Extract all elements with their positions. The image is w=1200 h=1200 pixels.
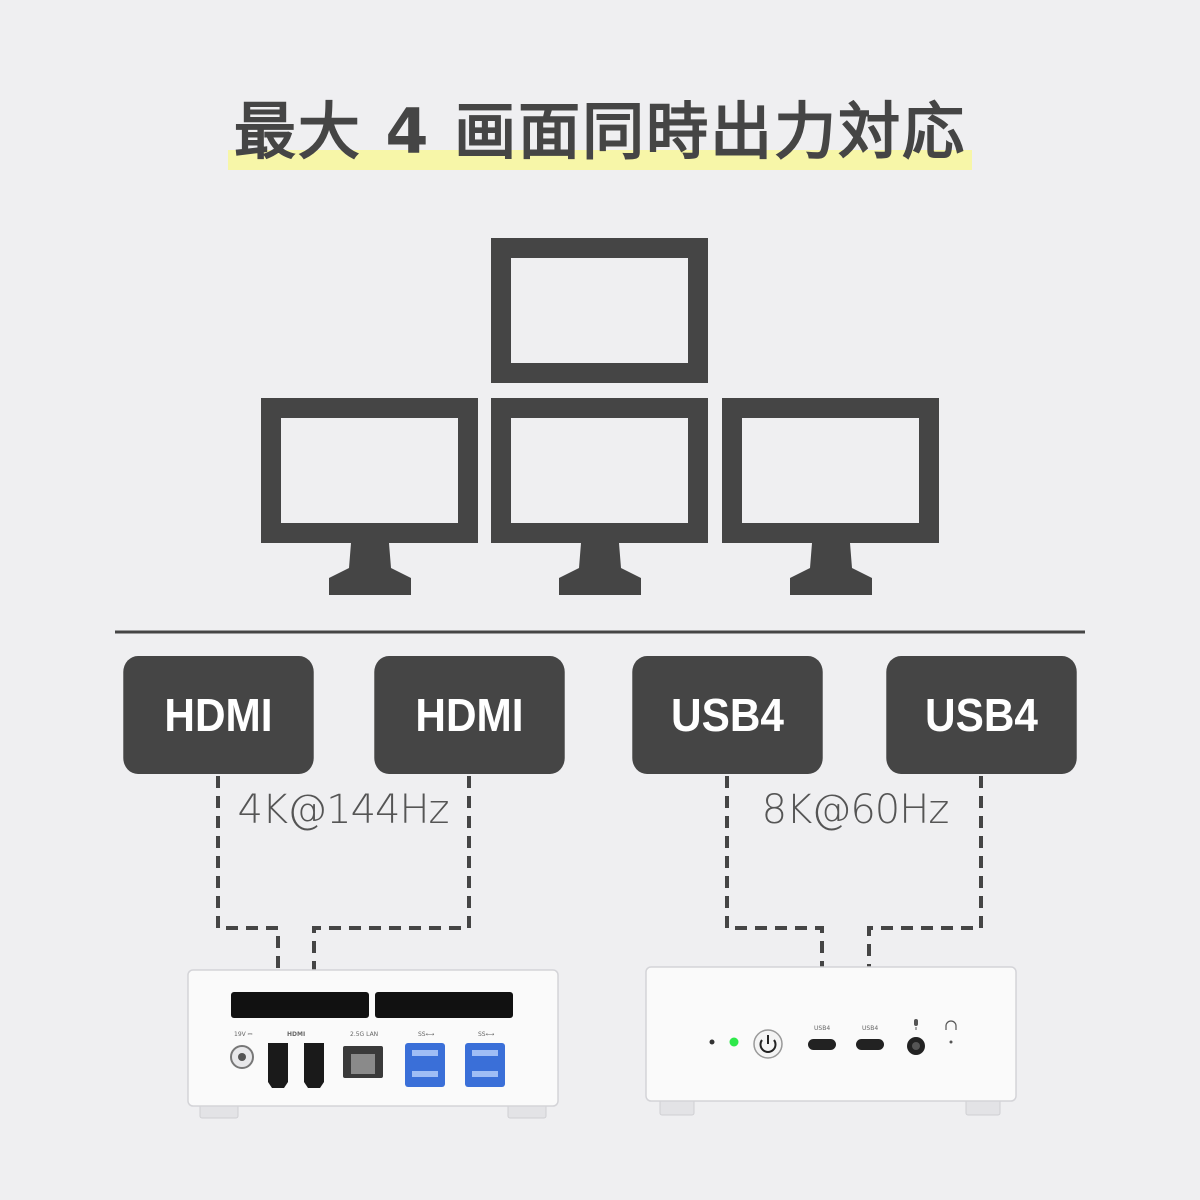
monitor-icon xyxy=(722,398,939,595)
lan-label: 2.5G LAN xyxy=(350,1031,378,1038)
port-label-usb4-1: USB4 xyxy=(632,656,823,774)
vent-right xyxy=(375,992,513,1018)
hdmi-spec: 4K@144Hz xyxy=(237,787,449,833)
port-label-hdmi-1: HDMI xyxy=(123,656,314,774)
usb4-label-2: USB4 xyxy=(862,1025,878,1032)
usb4-port-1 xyxy=(808,1039,836,1050)
indicator-dot xyxy=(709,1039,715,1045)
front-panel-device: USB4 USB4 xyxy=(645,966,1017,1116)
hdmi-port-label: HDMI xyxy=(287,1031,305,1038)
monitor-icon xyxy=(261,398,478,595)
usb-a-port-2 xyxy=(465,1043,505,1087)
usb4-port-2 xyxy=(856,1039,884,1050)
port-label-usb4-2: USB4 xyxy=(886,656,1077,774)
title-area: 最大 4 画面同時出力対応 xyxy=(0,92,1200,172)
vent-left xyxy=(231,992,369,1018)
usb4-label-1: USB4 xyxy=(814,1025,830,1032)
power-icon xyxy=(753,1029,783,1059)
usb-a-label-2: SS⟷ xyxy=(478,1031,495,1038)
usb-a-label-1: SS⟷ xyxy=(418,1031,435,1038)
hdmi-port-2 xyxy=(304,1043,324,1088)
hdmi-port-1 xyxy=(268,1043,288,1088)
microphone-icon xyxy=(914,1019,918,1030)
status-led xyxy=(729,1037,739,1047)
dc-label: 19V ⎓ xyxy=(234,1031,253,1038)
usb4-spec: 8K@60Hz xyxy=(761,787,950,833)
usb-a-port-1 xyxy=(405,1043,445,1087)
monitor-icon xyxy=(491,238,708,383)
page-title: 最大 4 画面同時出力対応 xyxy=(227,92,973,172)
port-label-hdmi-2: HDMI xyxy=(374,656,565,774)
rear-panel-device: 19V ⎓ HDMI 2.5G LAN SS⟷ SS⟷ xyxy=(187,969,559,1119)
headphone-icon xyxy=(945,1020,957,1030)
title-text: 最大 4 画面同時出力対応 xyxy=(233,95,967,168)
monitor-icon xyxy=(491,398,708,595)
